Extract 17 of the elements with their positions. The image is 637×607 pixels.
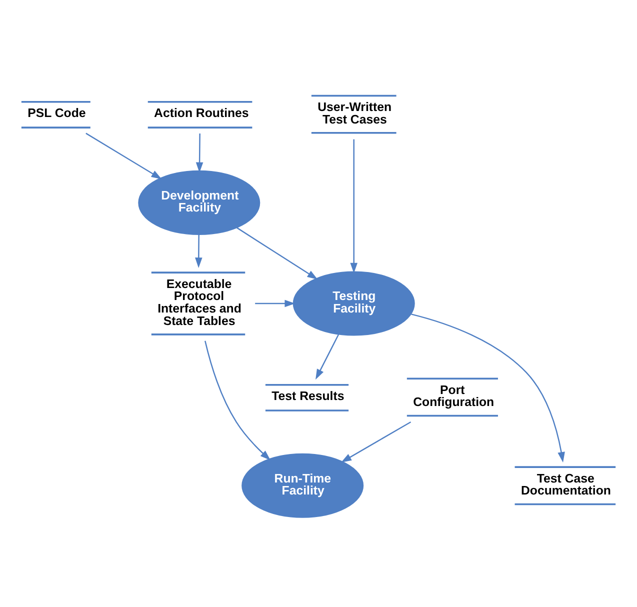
node-text: Port Configuration	[413, 382, 494, 410]
arrow	[411, 314, 565, 463]
node-text: PSL Code	[28, 106, 86, 120]
arrow	[195, 234, 202, 268]
node-text: User-Written Test Cases	[318, 100, 392, 126]
arrow	[316, 334, 340, 380]
arrow	[86, 132, 162, 180]
node-text: Test Results	[272, 389, 344, 404]
node-text: Executable Protocol Interfaces and State Tables	[158, 276, 242, 328]
arrow	[341, 421, 412, 462]
arrow	[204, 340, 271, 460]
node-text: Test Case Documentation	[520, 471, 611, 498]
arrow	[236, 227, 318, 280]
node-text: Action Routines	[154, 106, 249, 120]
arrow	[350, 139, 358, 274]
arrow	[196, 134, 204, 173]
arrow	[255, 300, 296, 308]
